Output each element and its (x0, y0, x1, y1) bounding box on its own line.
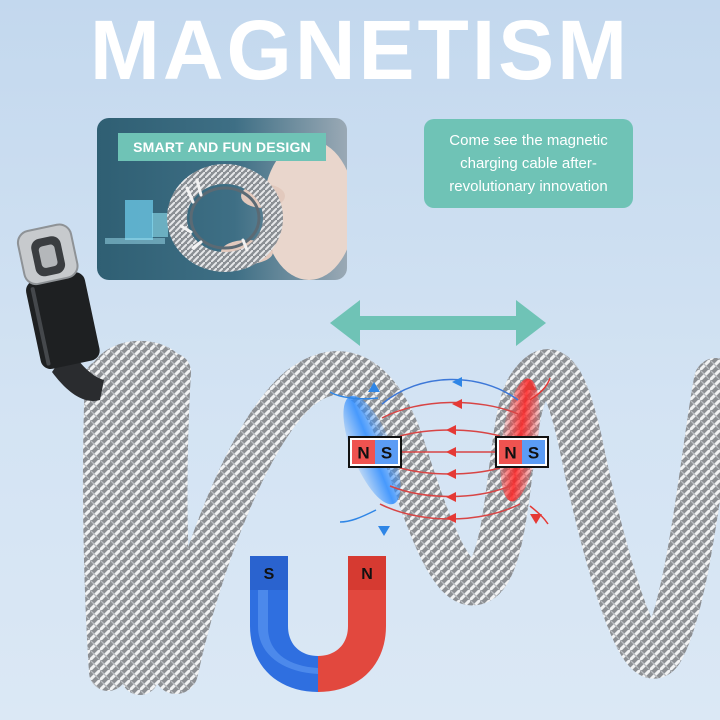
callout-line-2: charging cable after- (460, 155, 597, 172)
callout-line-3: revolutionary innovation (449, 178, 608, 195)
horseshoe-n-label: N (361, 566, 373, 583)
bar-magnet-icon: N S (348, 436, 402, 468)
bar-magnet-icon: N S (495, 436, 549, 468)
horseshoe-magnet-icon: S N (250, 556, 386, 692)
left-magnet-s-label: S (381, 444, 392, 463)
double-arrow-icon (330, 300, 546, 346)
callout-line-1: Come see the magnetic (449, 132, 608, 149)
field-lines (329, 377, 551, 536)
right-magnet-s-label: S (528, 444, 539, 463)
horseshoe-s-label: S (264, 566, 275, 583)
left-magnet-n-label: N (357, 444, 369, 463)
photo-badge: SMART AND FUN DESIGN (118, 133, 326, 161)
right-magnet-n-label: N (504, 444, 516, 463)
usb-c-connector-icon (16, 223, 104, 401)
callout-box: Come see the magnetic charging cable aft… (424, 119, 633, 208)
headline: MAGNETISM (89, 3, 631, 97)
